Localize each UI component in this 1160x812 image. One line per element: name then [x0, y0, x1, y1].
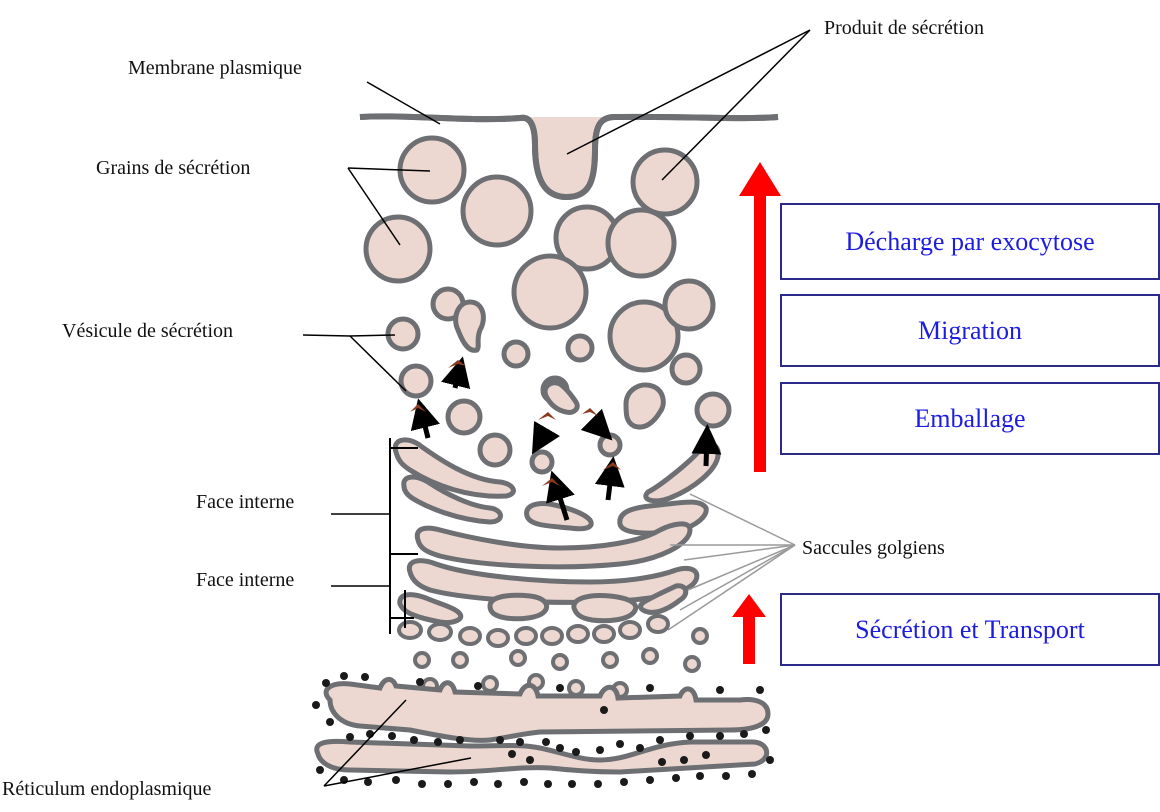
red-arrows [732, 162, 781, 664]
step-secretion-text: Sécrétion et Transport [855, 615, 1085, 645]
step-migration: Migration [780, 294, 1160, 367]
step-emballage: Emballage [780, 382, 1160, 455]
step-decharge-exocytose: Décharge par exocytose [780, 203, 1160, 280]
step-secretion-transport: Sécrétion et Transport [780, 593, 1160, 666]
label-reticulum-endoplasmique: Réticulum endoplasmique [2, 778, 211, 801]
label-membrane-plasmique: Membrane plasmique [128, 57, 302, 80]
label-vesicule-secretion: Vésicule de sécrétion [62, 320, 233, 343]
label-saccules-golgiens: Saccules golgiens [802, 537, 945, 560]
label-face-interne-1: Face interne [196, 491, 294, 514]
golgi-saccules [395, 440, 718, 623]
rough-endoplasmic-reticulum [312, 672, 774, 788]
step-migration-text: Migration [918, 316, 1022, 346]
step-decharge-text: Décharge par exocytose [845, 227, 1094, 257]
step-emballage-text: Emballage [914, 404, 1025, 434]
label-face-interne-2: Face interne [196, 569, 294, 592]
label-grains-secretion: Grains de sécrétion [96, 157, 250, 180]
label-produit-secretion: Produit de sécrétion [824, 17, 984, 40]
